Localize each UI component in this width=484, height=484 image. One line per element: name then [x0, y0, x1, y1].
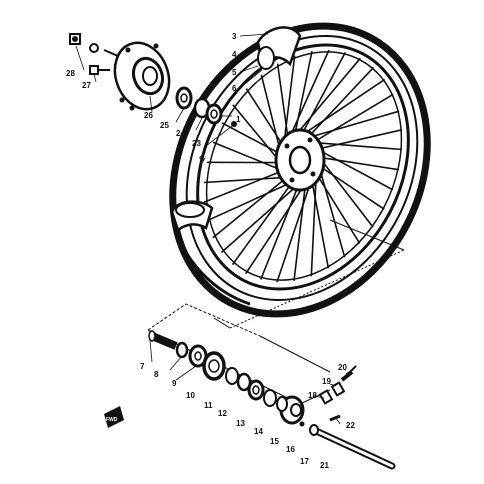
bolt	[89, 65, 110, 75]
callout-3: 3	[232, 32, 237, 41]
spoke	[318, 165, 385, 210]
callout-12: 12	[218, 409, 227, 418]
callout-21: 21	[320, 461, 329, 470]
brake-plate	[103, 41, 171, 111]
callout-18: 18	[308, 391, 317, 400]
bearing-set-upper	[175, 86, 237, 127]
callout-4: 4	[232, 50, 237, 59]
spoke	[260, 74, 282, 154]
spoke	[310, 174, 317, 277]
hub-bolt	[307, 137, 313, 143]
speedometer-gear-housing	[276, 395, 305, 427]
spoke	[245, 183, 306, 275]
spoke	[317, 129, 403, 150]
spoke	[317, 149, 394, 191]
spoke	[319, 157, 374, 228]
lower-seals-bearings	[175, 341, 277, 407]
tube-section-bottom	[170, 200, 214, 233]
wheel-assembly	[169, 22, 431, 318]
front-axle	[309, 424, 396, 470]
leader-lines	[75, 33, 353, 425]
callout-11: 11	[204, 401, 213, 410]
washer	[89, 43, 99, 53]
spoke	[283, 55, 296, 146]
spoke	[294, 57, 361, 137]
callout-17: 17	[300, 457, 309, 466]
spoke	[259, 184, 300, 280]
callout-labels: 1 2 3 4 5 6 7 8 9 10 11 12 13 14 15 16 1…	[66, 32, 355, 470]
spokes	[203, 49, 403, 283]
hub-center	[288, 145, 312, 175]
spoke	[212, 141, 283, 171]
callout-24: 24	[176, 129, 185, 138]
spoke	[245, 88, 285, 147]
spoke	[231, 182, 293, 266]
spoke	[220, 184, 299, 254]
spoke	[319, 156, 400, 171]
hub-bolt	[284, 143, 290, 149]
spoke	[232, 104, 281, 163]
spoke	[313, 93, 394, 143]
callout-15: 15	[270, 437, 279, 446]
direction-badge: FWD	[104, 406, 124, 428]
spoke	[301, 78, 386, 136]
callout-2: 2	[197, 154, 207, 163]
callout-9: 9	[172, 379, 177, 388]
spoke	[212, 177, 287, 239]
spoke	[307, 66, 375, 138]
spoke	[300, 52, 347, 136]
callout-26: 26	[144, 111, 153, 120]
callout-6: 6	[232, 84, 237, 93]
callout-25: 25	[160, 121, 169, 130]
tire-tread-shading	[174, 229, 251, 306]
callout-14: 14	[254, 427, 263, 436]
spoke	[293, 183, 307, 281]
callout-13: 13	[236, 419, 245, 428]
callout-7: 7	[140, 362, 145, 371]
callout-10: 10	[186, 391, 195, 400]
tube-section-top	[256, 26, 302, 70]
callout-22: 22	[346, 421, 355, 430]
direction-badge-label: FWD	[106, 417, 118, 423]
callout-23: 23	[192, 139, 201, 148]
tire	[169, 22, 431, 318]
speedometer-drive-parts	[318, 365, 357, 422]
callout-5: 5	[232, 68, 237, 77]
spoke	[288, 49, 330, 140]
spoke	[221, 122, 281, 155]
spoke	[203, 170, 283, 203]
callout-27: 27	[82, 81, 91, 90]
callout-28: 28	[66, 69, 75, 78]
spoke	[308, 110, 400, 139]
spoke	[206, 181, 292, 222]
axle-nut	[69, 33, 81, 45]
spoke	[276, 180, 312, 283]
spoke	[203, 176, 286, 184]
callout-8: 8	[154, 370, 159, 379]
hub-bolt	[289, 177, 295, 183]
callout-16: 16	[286, 445, 295, 454]
callout-19: 19	[322, 377, 331, 386]
callout-1: 1	[236, 115, 241, 124]
spoke	[318, 166, 346, 258]
hub-bolt	[310, 171, 316, 177]
axle-spacer	[148, 330, 178, 350]
spoke	[314, 141, 403, 151]
callout-20: 20	[338, 363, 347, 372]
